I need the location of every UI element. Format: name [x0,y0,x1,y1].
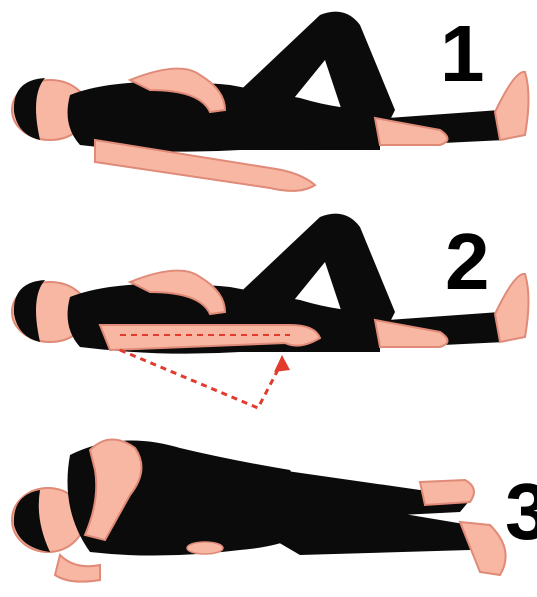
figure-3-foot-upper [420,480,474,505]
step-number-2: 2 [445,222,490,302]
figure-3-hand-lower [55,555,100,582]
figure-step-3 [12,439,506,581]
movement-arrow [120,350,282,408]
figure-2-foot-straight [495,274,529,342]
figure-1-foot-straight [495,72,529,140]
step-number-3: 3 [505,472,537,552]
step-number-1: 1 [440,14,485,94]
arrow-head-icon [274,355,290,372]
figure-3-knee [187,542,223,554]
